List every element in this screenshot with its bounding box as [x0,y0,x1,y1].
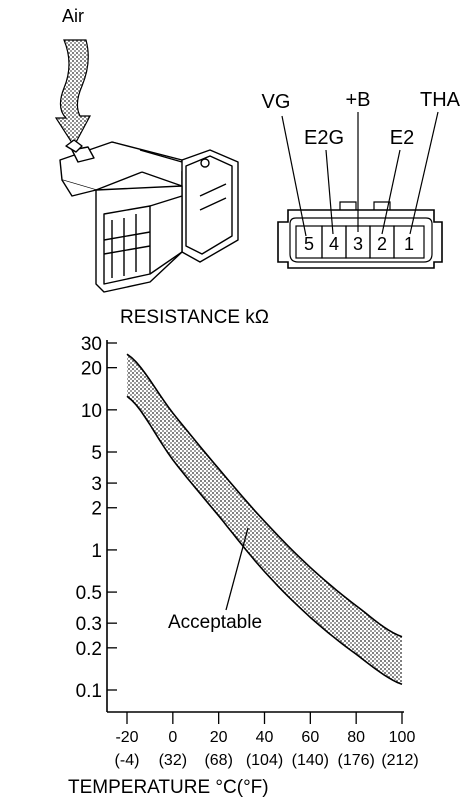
x-tick-label-c-2: 20 [210,729,228,746]
pin-cells [295,201,425,259]
y-tick-label-6: 1 [91,541,102,562]
y-tick-label-5: 2 [91,499,102,520]
y-tick-label-4: 3 [91,474,102,495]
x-tick-label-f-3: (104) [246,752,283,769]
pin-name-vg: VG [262,91,291,113]
y-tick-label-9: 0.2 [76,639,102,660]
x-tick-label-c-3: 40 [256,729,274,746]
upper-limit-curve [126,353,403,638]
air-flow-meter-illustration [59,139,239,293]
pin-number-4: 4 [329,234,339,254]
pin-number-5: 5 [304,234,314,254]
y-tick-label-2: 10 [81,401,102,422]
x-tick-label-f-0: (-4) [115,752,140,769]
y-tick-label-7: 0.5 [76,583,102,604]
x-tick-label-f-5: (176) [337,752,374,769]
air-flow-arrow [54,39,91,148]
x-tick-label-c-5: 80 [347,729,365,746]
pin-name-e2: E2 [390,127,414,149]
x-tick-label-c-1: 0 [168,729,177,746]
pin-name-e2g: E2G [304,127,344,149]
lower-limit-curve [126,395,403,685]
pin-name-tha: THA [420,89,461,111]
air-label: Air [62,6,84,26]
y-tick-label-3: 5 [91,443,102,464]
y-tick-label-10: 0.1 [76,681,102,702]
x-tick-label-c-4: 60 [301,729,319,746]
x-tick-label-f-4: (140) [292,752,329,769]
pin-name-plus-b: +B [345,89,370,111]
connector-diagram: 5 4 3 2 1 VG E2G +B E2 THA [262,89,461,269]
x-axis-ticks: -20 (-4) 0 (32) 20 (68) 40 (104) 60 (140) 80 (176) 1… [107,711,419,769]
pin-leader-lines [281,111,439,237]
annotation-leader-line [225,527,249,611]
x-tick-label-c-0: -20 [115,729,138,746]
x-tick-label-c-6: 100 [389,729,416,746]
x-tick-label-f-1: (32) [159,752,187,769]
temperature-axis-title: TEMPERATURE °C(°F) [68,777,269,798]
y-tick-label-1: 20 [81,359,102,380]
pin-number-1: 1 [404,234,414,254]
resistance-axis-title: RESISTANCE kΩ [120,307,269,328]
resistance-temperature-chart: 30 20 10 5 3 2 1 0.5 0.3 0.2 0.1 -20 (-4) 0 (32) 20 (68… [76,334,419,769]
acceptable-band [127,354,402,685]
x-tick-label-f-6: (212) [381,752,418,769]
pin-number-2: 2 [377,234,387,254]
y-tick-label-8: 0.3 [76,614,102,635]
y-tick-label-0: 30 [81,334,102,355]
acceptable-annotation: Acceptable [168,612,262,633]
y-axis-ticks: 30 20 10 5 3 2 1 0.5 0.3 0.2 0.1 [76,334,117,702]
x-tick-label-f-2: (68) [204,752,232,769]
pin-number-3: 3 [353,234,363,254]
